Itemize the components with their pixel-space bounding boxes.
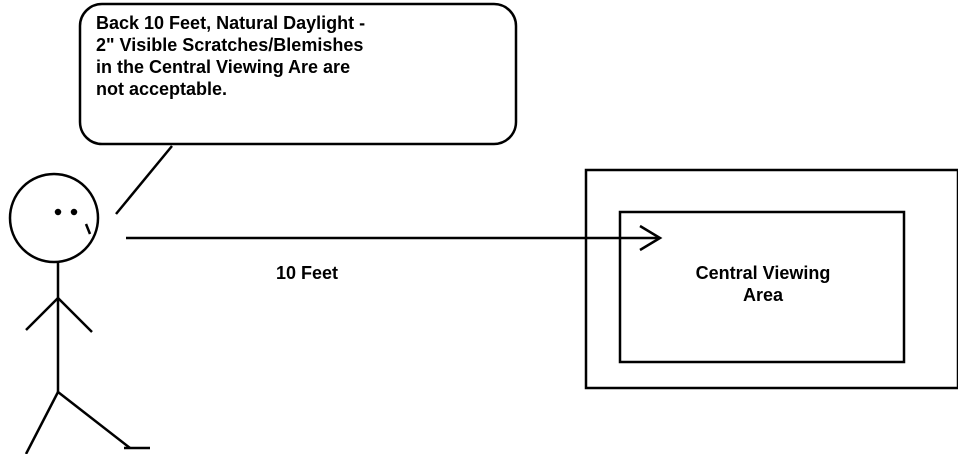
callout-line: in the Central Viewing Are are [96,57,351,77]
callout-line: 2" Visible Scratches/Blemishes [96,35,364,55]
stick-figure-eye [54,208,62,216]
stick-figure-leg-left [24,391,60,454]
central-viewing-area-box [618,210,906,364]
stick-figure-arm-left [25,297,59,331]
central-viewing-area-label: Central Viewing Area [648,262,878,306]
stick-figure-arm-right [57,297,93,333]
stick-figure-head [8,172,100,264]
stick-figure [8,172,150,454]
area-label-line: Area [742,285,784,305]
stick-figure-mouth [84,223,92,235]
callout-text: Back 10 Feet, Natural Daylight - 2" Visi… [96,12,516,100]
callout-line: not acceptable. [96,79,228,99]
distance-arrow-head [639,224,663,252]
stick-figure-leg-right [57,391,131,449]
stick-figure-eye [70,208,78,216]
area-label-line: Central Viewing [695,263,831,283]
callout-line: Back 10 Feet, Natural Daylight - [96,13,366,33]
speech-bubble-tail [115,145,173,215]
distance-label: 10 Feet [276,263,339,283]
panel-outer-frame [584,168,958,390]
speech-bubble [78,2,518,146]
